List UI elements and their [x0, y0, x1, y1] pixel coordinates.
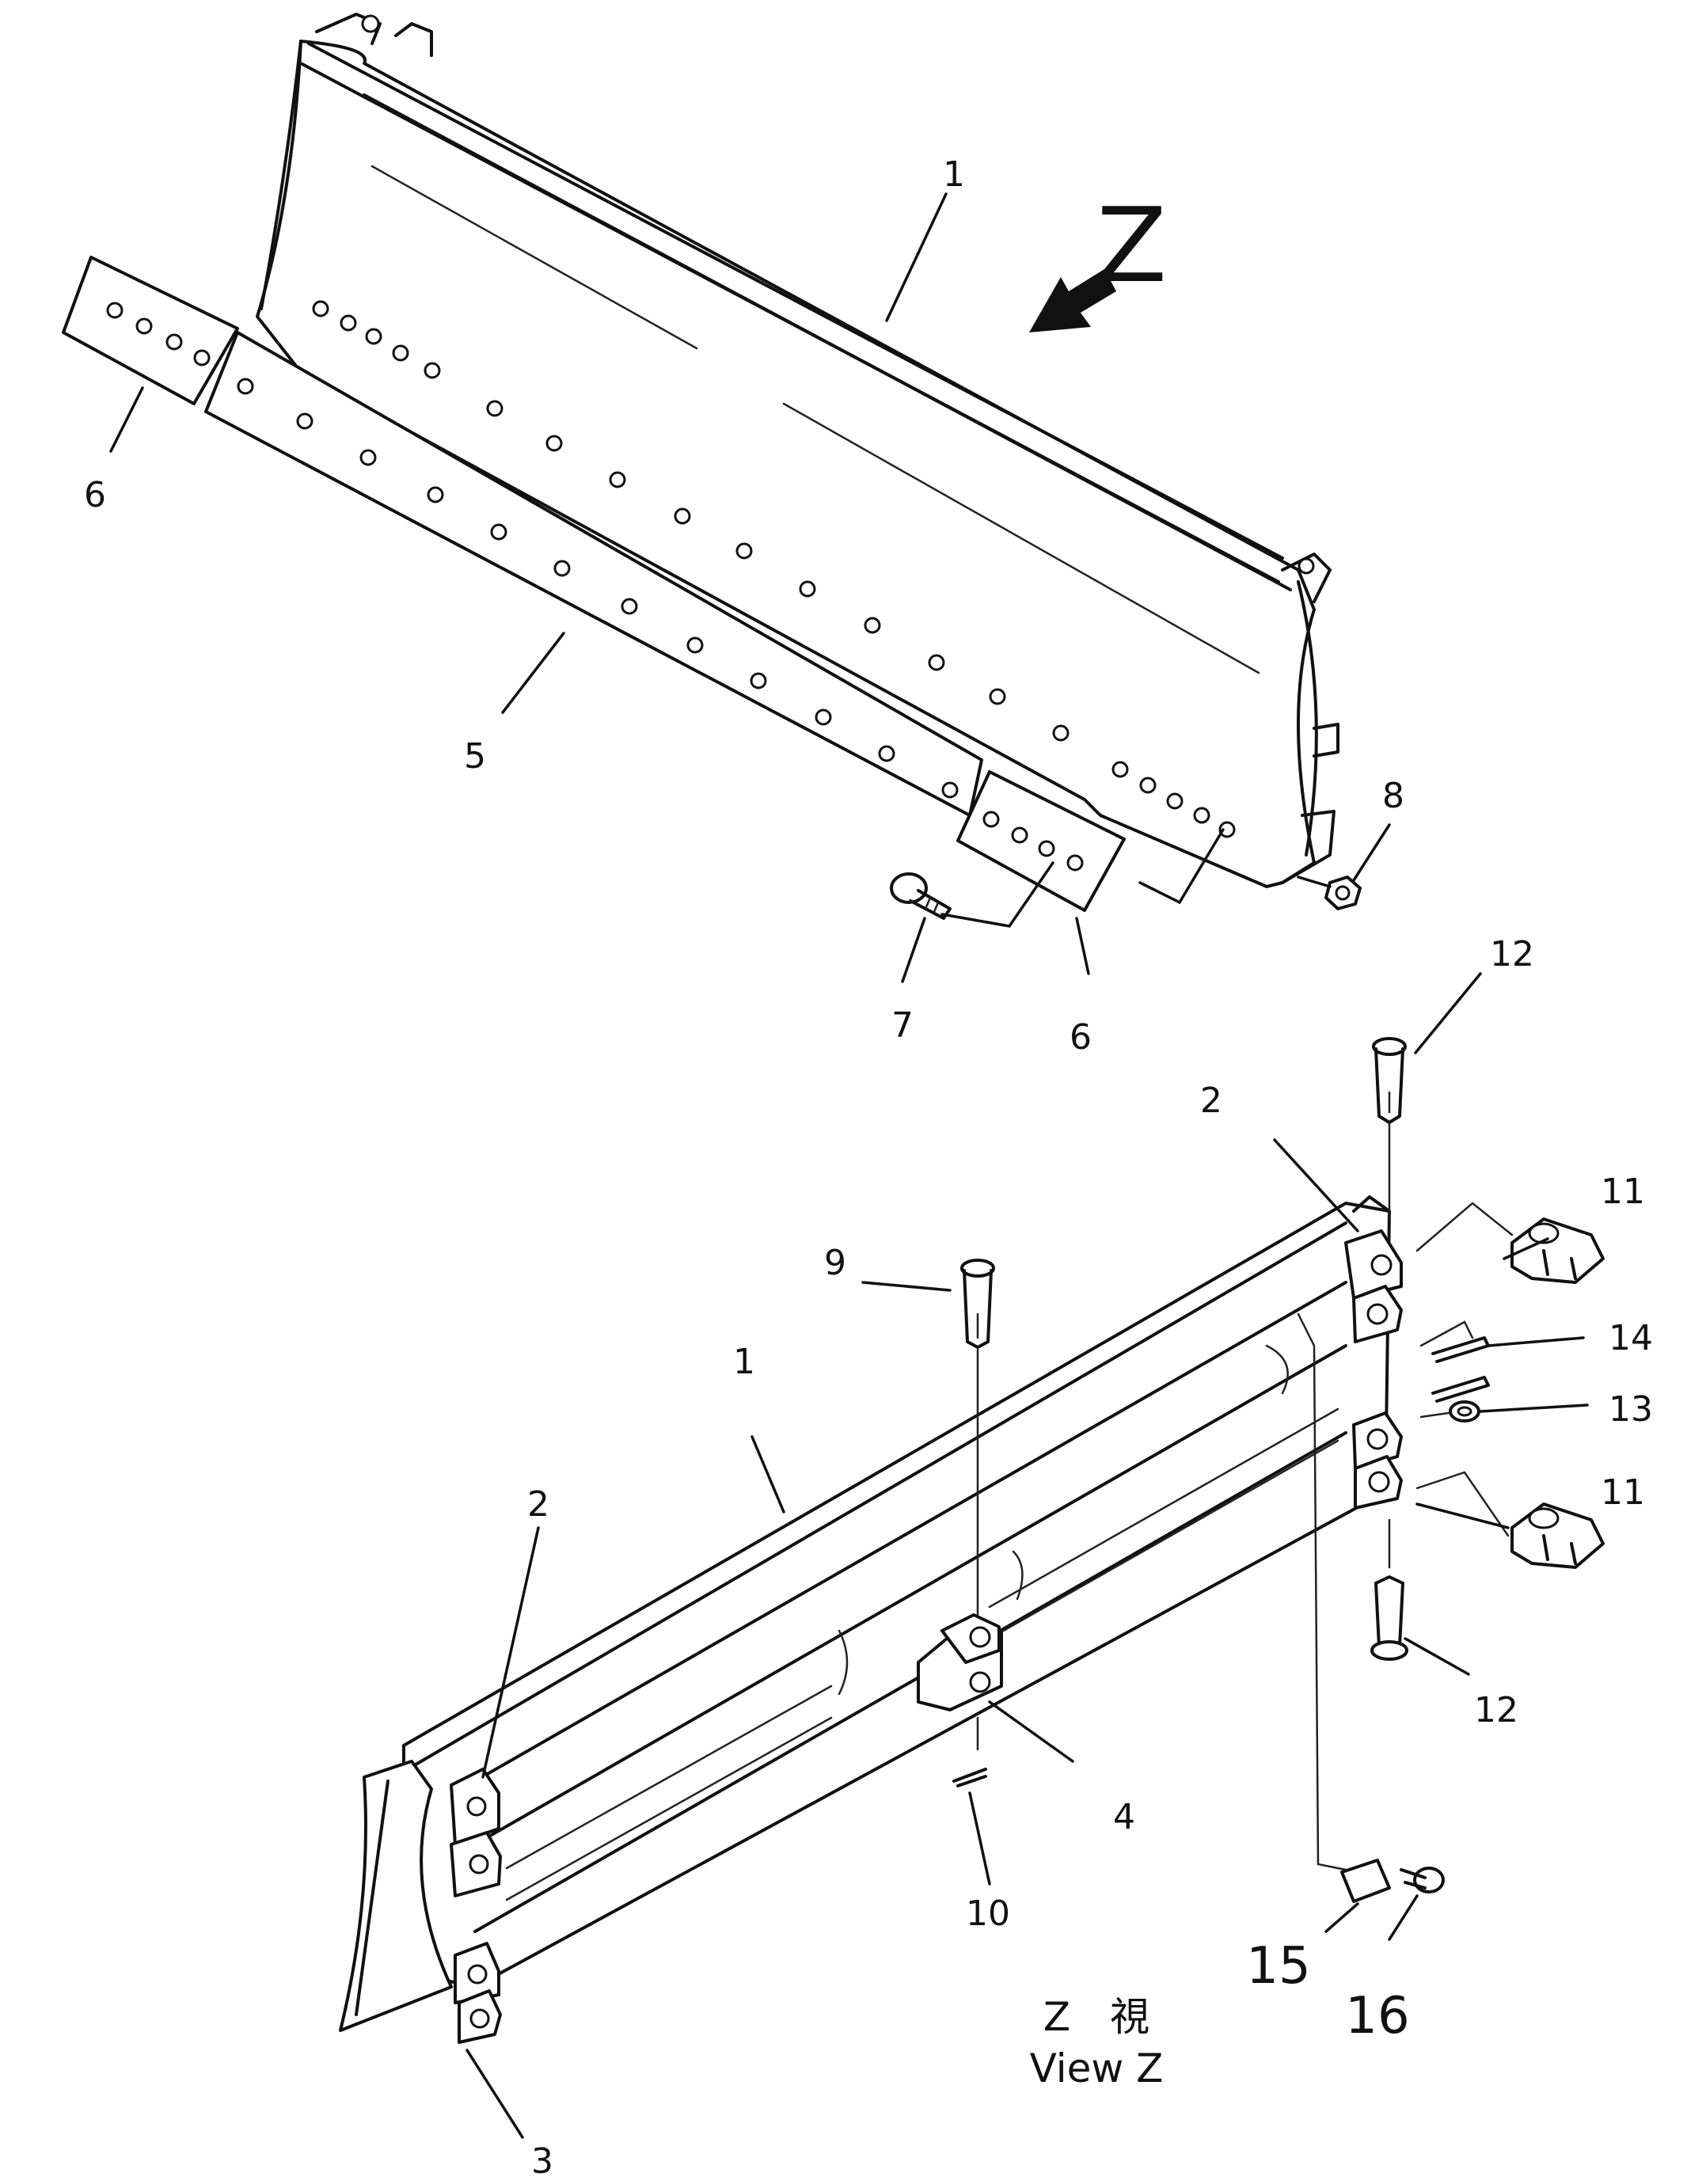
callout-top-6-right: 6	[1070, 1017, 1092, 1058]
callout-bottom-4: 4	[1113, 1797, 1135, 1837]
callout-bottom-2-left: 2	[527, 1484, 549, 1525]
callout-top-7: 7	[891, 1005, 914, 1046]
rivet-16	[1400, 1867, 1445, 1893]
callout-bottom-16: 16	[1345, 1987, 1409, 2045]
cotter-pins-14	[1431, 1336, 1490, 1403]
callout-bottom-11-upper: 11	[1601, 1172, 1645, 1212]
callout-top-8: 8	[1382, 776, 1404, 816]
view-caption: Z 視 View Z	[1030, 1994, 1164, 2091]
callout-bottom-3: 3	[531, 2141, 553, 2182]
clevis-lower	[1510, 1502, 1605, 1569]
plow-bolt	[890, 872, 952, 920]
callout-bottom-14: 14	[1609, 1318, 1653, 1358]
callout-bottom-2-right: 2	[1200, 1081, 1222, 1121]
view-z-letter: Z	[1096, 185, 1167, 306]
callout-bottom-11-lower: 11	[1601, 1472, 1645, 1513]
callout-bottom-12-upper: 12	[1490, 934, 1534, 974]
callout-top-5: 5	[464, 736, 486, 777]
callout-labels: 1 5 6 6 7 8 1 2 2 3 4 9 10 11 11 12 12 1…	[84, 154, 1653, 2182]
view-caption-english: View Z	[1030, 2045, 1164, 2091]
view-caption-japanese: Z 視	[1043, 1994, 1149, 2040]
callout-bottom-13: 13	[1609, 1389, 1653, 1430]
nut	[1324, 875, 1362, 910]
callout-bottom-15: 15	[1246, 1937, 1310, 1996]
callout-bottom-10: 10	[966, 1893, 1010, 1934]
washer-13	[1449, 1400, 1480, 1422]
callout-bottom-1: 1	[733, 1342, 755, 1382]
left-brackets	[450, 1768, 502, 2044]
cutting-edge-holes	[237, 378, 959, 799]
pin-12-upper	[1372, 1037, 1407, 1124]
bottom-blade-assembly	[339, 972, 1605, 2139]
right-brackets	[1344, 1195, 1403, 1510]
moldboard	[256, 40, 1316, 888]
end-bit-right	[956, 770, 1126, 912]
end-plate-left	[339, 1760, 453, 2032]
blade-rear-body	[402, 1202, 1391, 1988]
callout-bottom-9: 9	[824, 1243, 846, 1283]
moldboard-bolt-holes	[312, 300, 1236, 838]
pin-9	[960, 1259, 995, 1349]
center-bracket	[917, 1613, 1003, 1711]
pin-12-lower	[1370, 1575, 1408, 1661]
callout-top-1: 1	[943, 154, 965, 195]
top-blade-assembly	[62, 13, 1391, 983]
callout-top-6-left: 6	[84, 475, 106, 515]
plate-15	[1340, 1859, 1391, 1903]
view-z-arrow	[1029, 269, 1116, 332]
callout-bottom-12-lower: 12	[1474, 1690, 1518, 1730]
clevis-upper	[1510, 1217, 1605, 1284]
cotter-pin-10	[952, 1768, 987, 1787]
